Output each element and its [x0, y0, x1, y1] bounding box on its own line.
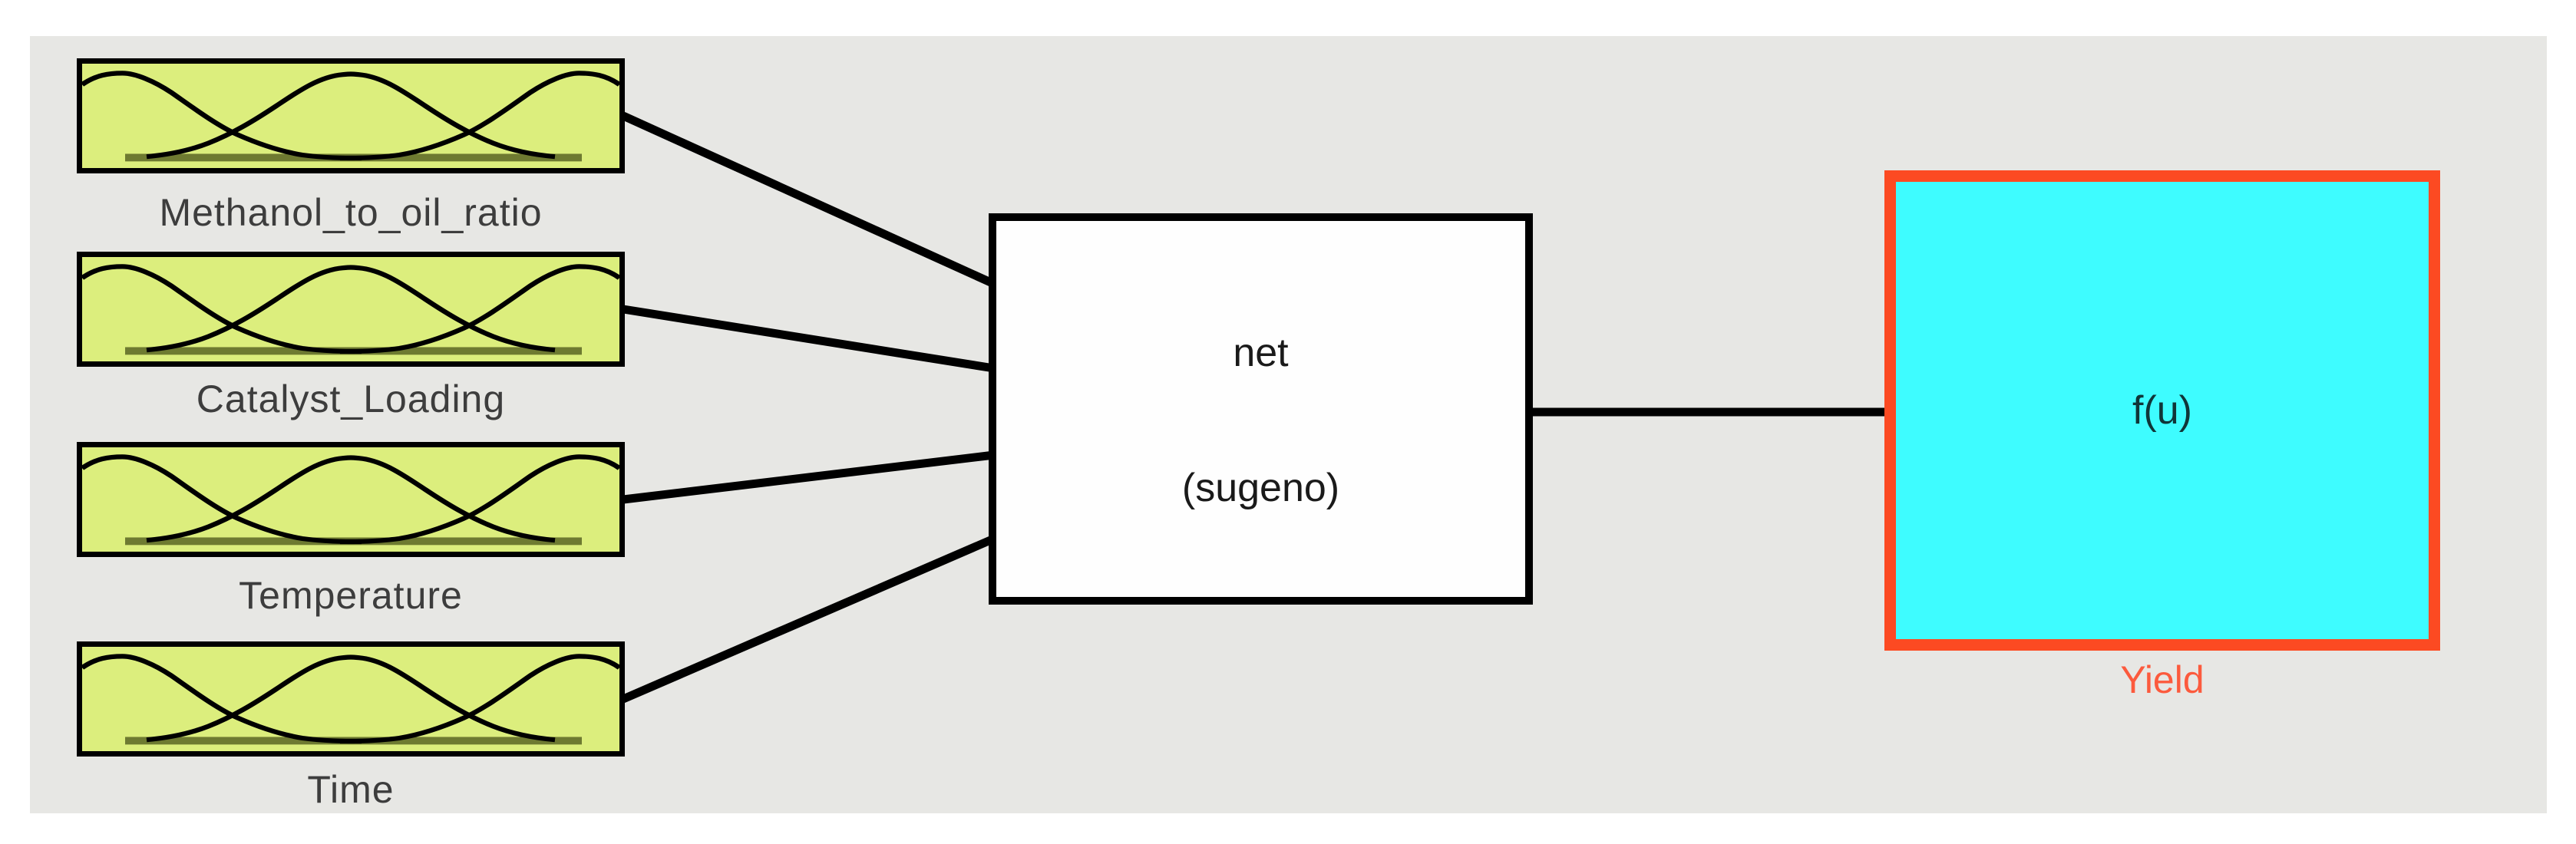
input-node-temperature[interactable]	[77, 442, 625, 557]
output-node-yield[interactable]: f(u)	[1884, 170, 2440, 651]
input-label: Catalyst_Loading	[196, 377, 506, 420]
input-label: Temperature	[239, 574, 463, 617]
input-label: Methanol_to_oil_ratio	[159, 191, 543, 234]
output-label: Yield	[2120, 658, 2204, 701]
input-label: Time	[307, 768, 395, 811]
membership-functions-icon	[82, 647, 619, 751]
membership-functions-icon	[82, 64, 619, 168]
membership-functions-icon	[82, 447, 619, 552]
output-function-value: f(u)	[2132, 388, 2192, 433]
system-name: net	[1233, 331, 1289, 375]
input-node-catalyst-loading[interactable]	[77, 252, 625, 367]
system-type: (sugeno)	[1181, 466, 1340, 510]
input-node-time[interactable]	[77, 641, 625, 757]
membership-functions-icon	[82, 257, 619, 361]
input-node-methanol-to-oil-ratio[interactable]	[77, 58, 625, 173]
system-node[interactable]: net (sugeno)	[989, 213, 1533, 605]
